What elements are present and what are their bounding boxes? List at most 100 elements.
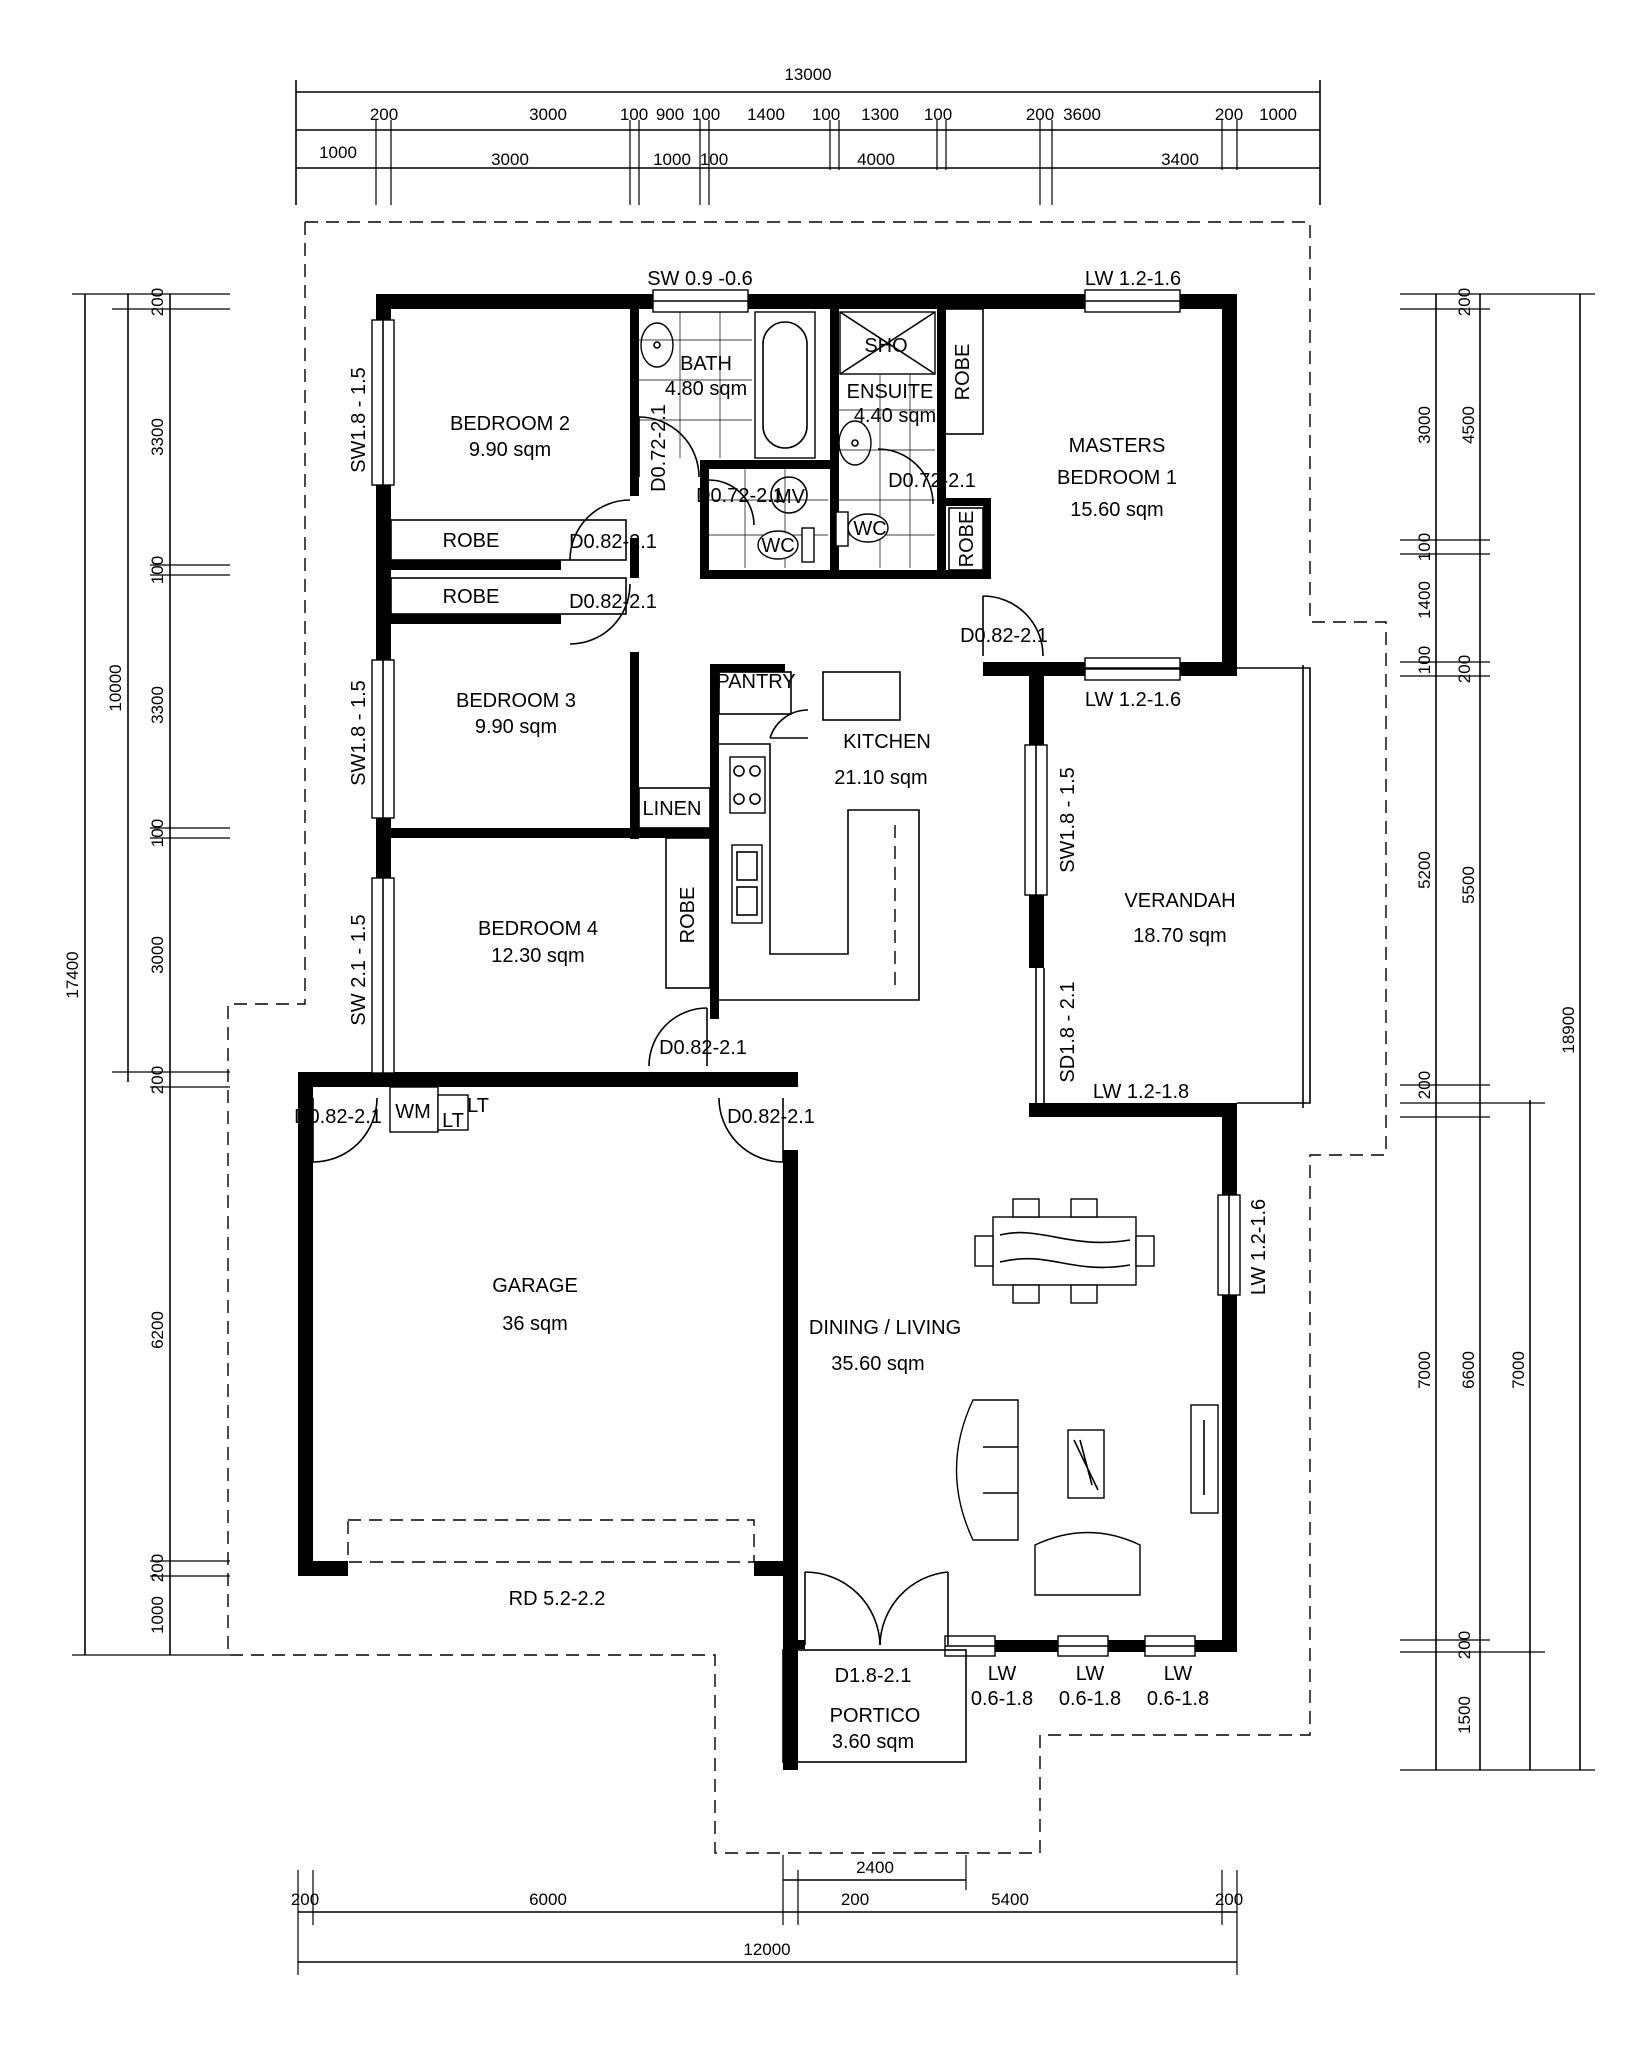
room-area-garage: 36 sqm [502, 1313, 568, 1335]
dim-right-a-0: 200 [1455, 288, 1474, 316]
dim-top-2-5: 3400 [1161, 150, 1199, 169]
room-area-portico: 3.60 sqm [832, 1731, 914, 1753]
room-name-bed2: BEDROOM 2 [450, 413, 570, 435]
dim-top-1-12: 1000 [1259, 105, 1297, 124]
room-area-master: 15.60 sqm [1070, 499, 1163, 521]
label-rd-garage: RD 5.2-2.2 [509, 1588, 606, 1610]
dim-top-1-2: 100 [620, 105, 648, 124]
dim-right-a-10: 1500 [1455, 1696, 1474, 1734]
dim-right-c: 7000 [1509, 1351, 1528, 1389]
dim-left-6: 200 [148, 1066, 167, 1094]
robe-label-1: ROBE [443, 530, 500, 552]
dim-right-b-1: 5500 [1459, 866, 1478, 904]
pantry-label: PANTRY [716, 671, 795, 693]
dim-left-5: 3000 [148, 936, 167, 974]
label-sd-verandah: SD1.8 - 2.1 [1057, 981, 1079, 1082]
dim-bottom-portico: 2400 [856, 1858, 894, 1877]
label-sw-bed3: SW1.8 - 1.5 [348, 680, 370, 786]
room-area-bed4: 12.30 sqm [491, 945, 584, 967]
label-d-front: D1.8-2.1 [835, 1665, 912, 1687]
dim-left-0: 200 [148, 288, 167, 316]
label-lw-master-top: LW 1.2-1.6 [1085, 268, 1181, 290]
label-sw-bed4: SW 2.1 - 1.5 [348, 914, 370, 1025]
furniture [955, 1198, 1219, 1596]
room-area-bed3: 9.90 sqm [475, 716, 557, 738]
dim-left-total: 17400 [63, 951, 82, 998]
dim-top-1-5: 1400 [747, 105, 785, 124]
room-name-bed3: BEDROOM 3 [456, 690, 576, 712]
label-sw-bath: SW 0.9 -0.6 [647, 268, 753, 290]
room-name-portico: PORTICO [830, 1705, 921, 1727]
dim-right-a-4: 100 [1415, 646, 1434, 674]
dimension-lines [72, 80, 1595, 1975]
dim-top-total: 13000 [784, 65, 831, 84]
dim-top-1-0: 200 [370, 105, 398, 124]
wm-label: WM [395, 1101, 431, 1123]
room-area-verandah: 18.70 sqm [1133, 925, 1226, 947]
dim-top-1-10: 3600 [1063, 105, 1101, 124]
dim-bottom-2: 200 [841, 1890, 869, 1909]
label-lw-b-size: 0.6-1.8 [1059, 1688, 1121, 1710]
label-lw-master-bot: LW 1.2-1.6 [1085, 689, 1181, 711]
dim-right-b-0: 4500 [1459, 406, 1478, 444]
room-name-bed4: BEDROOM 4 [478, 918, 598, 940]
label-d-ens: D0.72-2.1 [888, 470, 976, 492]
robe-label-2: ROBE [443, 586, 500, 608]
dim-top-1-8: 100 [924, 105, 952, 124]
dim-right-a-9: 200 [1455, 1631, 1474, 1659]
thin-lines [312, 289, 1311, 1763]
dim-bottom-3: 5400 [991, 1890, 1029, 1909]
lt-label: LT [467, 1095, 489, 1117]
dim-top-1-7: 1300 [861, 105, 899, 124]
dim-right-total: 18900 [1559, 1006, 1578, 1053]
room-name-verandah: VERANDAH [1124, 890, 1235, 912]
room-name2-master: BEDROOM 1 [1057, 467, 1177, 489]
dim-left-8: 200 [148, 1554, 167, 1582]
dim-top-1-6: 100 [812, 105, 840, 124]
room-area-bed2: 9.90 sqm [469, 439, 551, 461]
label-d-bed3: D0.82-2.1 [569, 591, 657, 613]
opening-labels: SW 0.9 -0.6 LW 1.2-1.6 SW1.8 - 1.5 D0.72… [294, 268, 1270, 1710]
dim-top-2-4: 4000 [857, 150, 895, 169]
dim-right-a-6: 5200 [1415, 851, 1434, 889]
dim-top-1-9: 200 [1026, 105, 1054, 124]
dim-right-a-8: 7000 [1415, 1351, 1434, 1389]
dim-left-sub: 10000 [106, 664, 125, 711]
dim-top-1-3: 900 [656, 105, 684, 124]
dimension-texts: 13000 200 3000 100 900 100 1400 100 1300… [63, 65, 1578, 1959]
label-d-master: D0.82-2.1 [960, 625, 1048, 647]
dim-right-a-3: 1400 [1415, 581, 1434, 619]
label-d-garage-left: D0.82-2.1 [294, 1106, 382, 1128]
robe-label-4: ROBE [956, 511, 978, 568]
label-sw-verandah: SW1.8 - 1.5 [1057, 767, 1079, 873]
label-lw-c-size: 0.6-1.8 [1147, 1688, 1209, 1710]
room-area-ensuite: 4.40 sqm [854, 405, 936, 427]
dim-top-2-1: 3000 [491, 150, 529, 169]
dim-left-4: 100 [148, 819, 167, 847]
dim-top-1-11: 200 [1215, 105, 1243, 124]
wc-label-1: WC [761, 535, 794, 557]
dim-left-3: 3300 [148, 686, 167, 724]
room-name-master: MASTERS [1069, 435, 1166, 457]
label-lw-c: LW [1164, 1663, 1193, 1685]
dim-bottom-0: 200 [291, 1890, 319, 1909]
label-sw-bed2: SW1.8 - 1.5 [348, 367, 370, 473]
label-d-bed2: D0.82-2.1 [569, 531, 657, 553]
dim-bottom-1: 6000 [529, 1890, 567, 1909]
robe-label-5: ROBE [677, 887, 699, 944]
label-d-garage-right: D0.82-2.1 [727, 1106, 815, 1128]
lt-label-2: LT [442, 1110, 464, 1132]
dim-top-2-3: 100 [700, 150, 728, 169]
room-labels: BEDROOM 2 9.90 sqm BATH 4.80 sqm ENSUITE… [450, 353, 1236, 1753]
dim-right-a-2: 100 [1415, 533, 1434, 561]
dim-right-a-1: 3000 [1415, 406, 1434, 444]
dim-left-7: 6200 [148, 1311, 167, 1349]
label-d-wc: D0.72-2.1 [696, 485, 784, 507]
label-lw-verandah: LW 1.2-1.8 [1093, 1081, 1189, 1103]
dim-bottom-4: 200 [1215, 1890, 1243, 1909]
dim-top-2-0: 1000 [319, 143, 357, 162]
dim-top-1-1: 3000 [529, 105, 567, 124]
mv-label: MV [775, 486, 806, 508]
label-lw-b: LW [1076, 1663, 1105, 1685]
